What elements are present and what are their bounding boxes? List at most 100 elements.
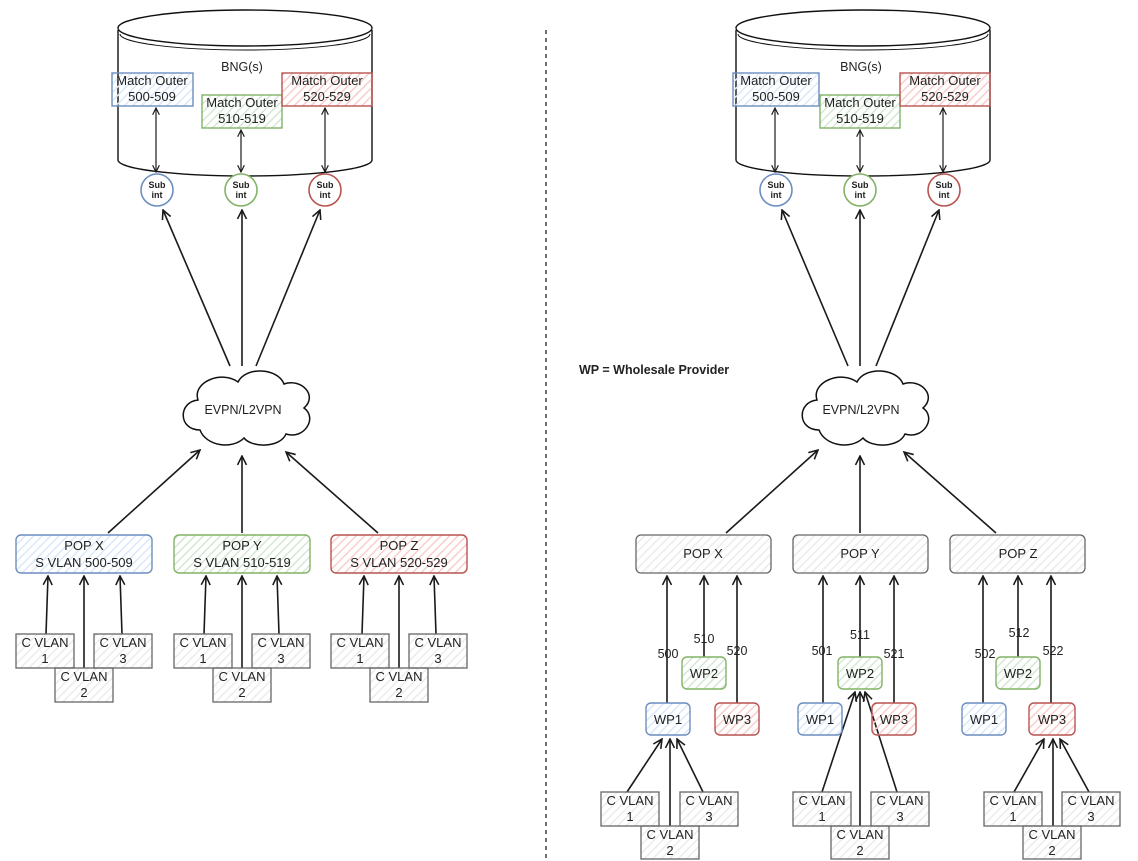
vlan-label: 500 (658, 647, 679, 661)
svg-text:1: 1 (356, 651, 363, 666)
svg-text:C VLAN: C VLAN (415, 635, 462, 650)
vlan-label: 502 (975, 647, 996, 661)
bng-title: BNG(s) (840, 60, 882, 74)
svg-text:POP Y: POP Y (222, 538, 262, 553)
cvlan-box: C VLAN 2 (54, 667, 114, 703)
cvlan-box: C VLAN 1 (330, 633, 390, 669)
wp3-box: WP3 (714, 702, 760, 736)
svg-text:POP X: POP X (64, 538, 104, 553)
svg-text:3: 3 (434, 651, 441, 666)
cvlan-box: C VLAN 3 (679, 791, 739, 827)
svg-text:int: int (320, 190, 331, 200)
svg-text:Sub: Sub (149, 180, 167, 190)
svg-text:C VLAN: C VLAN (837, 827, 884, 842)
svg-text:2: 2 (666, 843, 673, 858)
cvlan-box: C VLAN 1 (15, 633, 75, 669)
match-outer-box-green: Match Outer 510-519 (201, 94, 283, 129)
svg-text:2: 2 (80, 685, 87, 700)
cvlan-box: C VLAN 2 (830, 825, 890, 860)
svg-text:510-519: 510-519 (218, 111, 266, 126)
svg-text:1: 1 (1009, 809, 1016, 824)
svg-text:Sub: Sub (936, 180, 954, 190)
svg-text:C VLAN: C VLAN (647, 827, 694, 842)
svg-text:510-519: 510-519 (836, 111, 884, 126)
svg-text:C VLAN: C VLAN (22, 635, 69, 650)
svg-text:S VLAN 510-519: S VLAN 510-519 (193, 555, 291, 570)
pop-y-box: POP Y (792, 534, 929, 574)
cvlan-box: C VLAN 2 (212, 667, 272, 703)
wp3-box: WP3 (1028, 702, 1076, 736)
svg-text:C VLAN: C VLAN (607, 793, 654, 808)
wp1-box: WP1 (797, 702, 843, 736)
svg-text:S VLAN 500-509: S VLAN 500-509 (35, 555, 133, 570)
svg-text:C VLAN: C VLAN (100, 635, 147, 650)
cvlan-box: C VLAN 3 (870, 791, 930, 827)
subint-circle-red: Sub int (308, 173, 342, 207)
cvlan-box: C VLAN 3 (1061, 791, 1121, 827)
bng-title: BNG(s) (221, 60, 263, 74)
svg-text:WP2: WP2 (846, 666, 874, 681)
subint-circle-green: Sub int (843, 173, 877, 207)
subint-circle-red: Sub int (927, 173, 961, 207)
svg-text:C VLAN: C VLAN (61, 669, 108, 684)
svg-text:520-529: 520-529 (303, 89, 351, 104)
legend-text: WP = Wholesale Provider (579, 363, 729, 377)
vlan-label: 501 (812, 644, 833, 658)
cvlan-box: C VLAN 3 (251, 633, 311, 669)
svg-text:WP1: WP1 (806, 712, 834, 727)
svg-text:int: int (939, 190, 950, 200)
vlan-label: 511 (850, 628, 870, 642)
svg-text:int: int (152, 190, 163, 200)
svg-text:2: 2 (238, 685, 245, 700)
match-outer-box-green: Match Outer 510-519 (819, 94, 901, 129)
match-outer-box-blue: Match Outer 500-509 (111, 72, 194, 107)
cvlan-box: C VLAN 1 (600, 791, 660, 827)
svg-text:WP3: WP3 (1038, 712, 1066, 727)
pop-x-box: POP X S VLAN 500-509 (15, 534, 153, 574)
match-outer-box-red: Match Outer 520-529 (899, 72, 991, 107)
svg-text:C VLAN: C VLAN (799, 793, 846, 808)
svg-text:500-509: 500-509 (128, 89, 176, 104)
svg-text:1: 1 (818, 809, 825, 824)
svg-text:WP1: WP1 (970, 712, 998, 727)
svg-text:C VLAN: C VLAN (337, 635, 384, 650)
svg-text:C VLAN: C VLAN (376, 669, 423, 684)
svg-text:WP3: WP3 (723, 712, 751, 727)
svg-text:WP3: WP3 (880, 712, 908, 727)
cvlan-box: C VLAN 1 (173, 633, 233, 669)
svg-text:C VLAN: C VLAN (686, 793, 733, 808)
svg-text:EVPN/L2VPN: EVPN/L2VPN (204, 403, 281, 417)
svg-text:Match Outer: Match Outer (116, 73, 188, 88)
svg-text:520-529: 520-529 (921, 89, 969, 104)
subint-circle-green: Sub int (224, 173, 258, 207)
svg-text:3: 3 (705, 809, 712, 824)
evpn-cloud: EVPN/L2VPN (182, 370, 311, 446)
svg-text:POP Z: POP Z (999, 546, 1038, 561)
svg-text:C VLAN: C VLAN (258, 635, 305, 650)
svg-text:1: 1 (41, 651, 48, 666)
svg-text:3: 3 (1087, 809, 1094, 824)
wp2-box: WP2 (995, 656, 1041, 690)
svg-text:C VLAN: C VLAN (877, 793, 924, 808)
svg-text:Match Outer: Match Outer (824, 95, 896, 110)
svg-text:int: int (771, 190, 782, 200)
match-outer-box-red: Match Outer 520-529 (281, 72, 373, 107)
cvlan-box: C VLAN 2 (640, 825, 700, 860)
svg-text:C VLAN: C VLAN (180, 635, 227, 650)
svg-text:C VLAN: C VLAN (219, 669, 266, 684)
svg-text:3: 3 (119, 651, 126, 666)
svg-text:C VLAN: C VLAN (1029, 827, 1076, 842)
cvlan-box: C VLAN 2 (369, 667, 429, 703)
svg-text:Sub: Sub (768, 180, 786, 190)
svg-text:1: 1 (199, 651, 206, 666)
wp1-box: WP1 (961, 702, 1007, 736)
svg-text:int: int (855, 190, 866, 200)
svg-text:WP2: WP2 (690, 666, 718, 681)
svg-text:Sub: Sub (317, 180, 335, 190)
pop-z-box: POP Z (949, 534, 1086, 574)
svg-text:int: int (236, 190, 247, 200)
svg-text:WP1: WP1 (654, 712, 682, 727)
svg-text:POP X: POP X (683, 546, 723, 561)
wp1-box: WP1 (645, 702, 691, 736)
cvlan-box: C VLAN 2 (1022, 825, 1082, 860)
